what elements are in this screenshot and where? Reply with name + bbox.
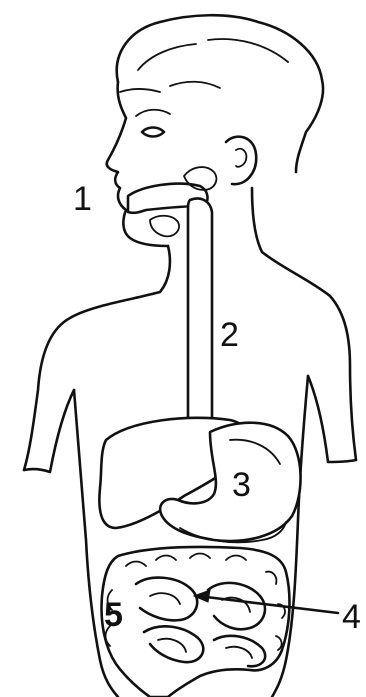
ear [226,137,256,185]
face-profile [107,82,168,246]
label-2: 2 [220,318,239,352]
salivary-gland-lower [150,216,179,237]
esophagus-tube [188,199,212,441]
label-3: 3 [232,468,251,502]
eye [142,128,164,137]
eyebrow [136,110,170,116]
hair-strands [120,39,288,92]
label-1: 1 [73,182,92,216]
label-4: 4 [342,600,361,634]
right-arm-inner [308,376,356,462]
ear-inner [236,149,246,167]
label-5: 5 [104,598,123,632]
